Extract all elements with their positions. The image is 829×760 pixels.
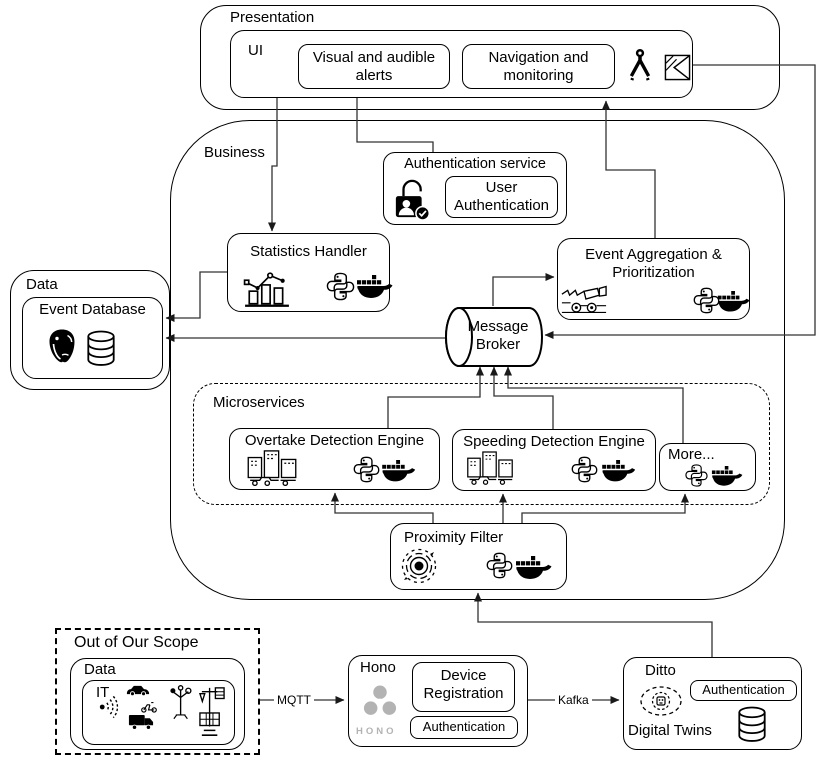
sweeper-icon xyxy=(560,282,608,316)
radar-icon xyxy=(400,547,438,585)
docker-icon xyxy=(710,466,743,490)
presentation-label: Presentation xyxy=(230,9,315,26)
it-label: IT xyxy=(96,684,110,701)
docker-icon xyxy=(514,556,552,584)
more-services-box xyxy=(659,443,756,491)
microservices-container xyxy=(193,383,770,505)
python-icon xyxy=(485,551,514,580)
python-icon xyxy=(684,463,709,488)
docker-icon xyxy=(380,460,416,486)
python-icon xyxy=(570,455,599,484)
it-box xyxy=(82,680,235,745)
overtake-engine-label: Overtake Detection Engine xyxy=(244,432,425,449)
city-icon xyxy=(466,450,514,486)
ditto-authentication-box xyxy=(690,680,797,701)
docker-icon xyxy=(600,460,636,486)
user-lock-icon xyxy=(393,177,435,221)
ui-container xyxy=(230,30,693,98)
scooter-icon xyxy=(141,701,157,713)
city-icon xyxy=(246,449,298,487)
device-registration-label: Device Registration xyxy=(423,667,504,703)
docker-icon xyxy=(355,275,393,303)
car-icon xyxy=(126,684,150,696)
navigation-label: Navigation and monitoring xyxy=(488,49,589,85)
ditto-icon xyxy=(638,684,684,718)
hono-box xyxy=(348,655,528,747)
microservices-label: Microservices xyxy=(213,394,305,411)
proximity-filter-label: Proximity Filter xyxy=(404,529,504,546)
user-authentication-label: User Authentication xyxy=(453,179,550,215)
alerts-label: Visual and audible alerts xyxy=(312,49,436,85)
data-label: Data xyxy=(26,276,58,293)
compass-icon xyxy=(625,48,655,85)
authentication-service-label: Authentication service xyxy=(404,156,546,172)
scope-data-label: Data xyxy=(84,661,116,678)
ui-label: UI xyxy=(248,42,263,59)
weather-station-icon xyxy=(168,684,228,740)
data-container xyxy=(10,270,170,390)
connector-ditto-to-proximity xyxy=(474,592,713,657)
database-icon xyxy=(86,330,116,366)
digital-twins-label: Digital Twins xyxy=(628,722,712,739)
hono-label: Hono xyxy=(360,659,396,676)
out-of-scope-container xyxy=(55,628,260,755)
device-registration-box xyxy=(412,662,515,712)
statistics-handler-label: Statistics Handler xyxy=(250,243,367,260)
bar-chart-icon xyxy=(243,266,291,308)
ditto-box xyxy=(623,657,802,750)
hono-authentication-label: Authentication xyxy=(422,719,506,734)
kafka-label: Kafka xyxy=(555,693,592,707)
mqtt-label: MQTT xyxy=(274,693,314,707)
postgresql-icon xyxy=(46,328,78,366)
truck-icon xyxy=(128,714,154,730)
out-of-scope-label: Out of Our Scope xyxy=(74,634,199,651)
database-icon xyxy=(737,706,767,742)
proximity-filter-box xyxy=(390,523,567,590)
overtake-engine-box xyxy=(229,428,440,490)
kotlin-icon xyxy=(664,54,691,81)
more-services-label: More... xyxy=(668,446,715,463)
presentation-container xyxy=(200,5,780,110)
alerts-box xyxy=(298,44,450,89)
ditto-label: Ditto xyxy=(645,662,676,679)
python-icon xyxy=(352,455,381,484)
event-aggregation-label: Event Aggregation & Prioritization xyxy=(585,246,722,282)
event-database-box xyxy=(22,297,163,379)
ditto-authentication-label: Authentication xyxy=(702,682,785,697)
hono-logo-icon xyxy=(358,682,402,723)
message-broker-shape xyxy=(445,307,544,367)
statistics-handler-box xyxy=(227,233,390,312)
scope-data-box xyxy=(70,658,245,750)
speeding-engine-label: Speeding Detection Engine xyxy=(463,433,645,450)
event-database-label: Event Database xyxy=(39,301,146,318)
docker-icon xyxy=(716,291,750,316)
message-broker-label: Message Broker xyxy=(467,318,529,354)
python-icon xyxy=(325,271,356,302)
signal-icon xyxy=(98,695,124,719)
hono-authentication-box xyxy=(410,716,518,739)
business-label: Business xyxy=(204,144,265,161)
hono-logo-text: HONO xyxy=(356,726,397,737)
